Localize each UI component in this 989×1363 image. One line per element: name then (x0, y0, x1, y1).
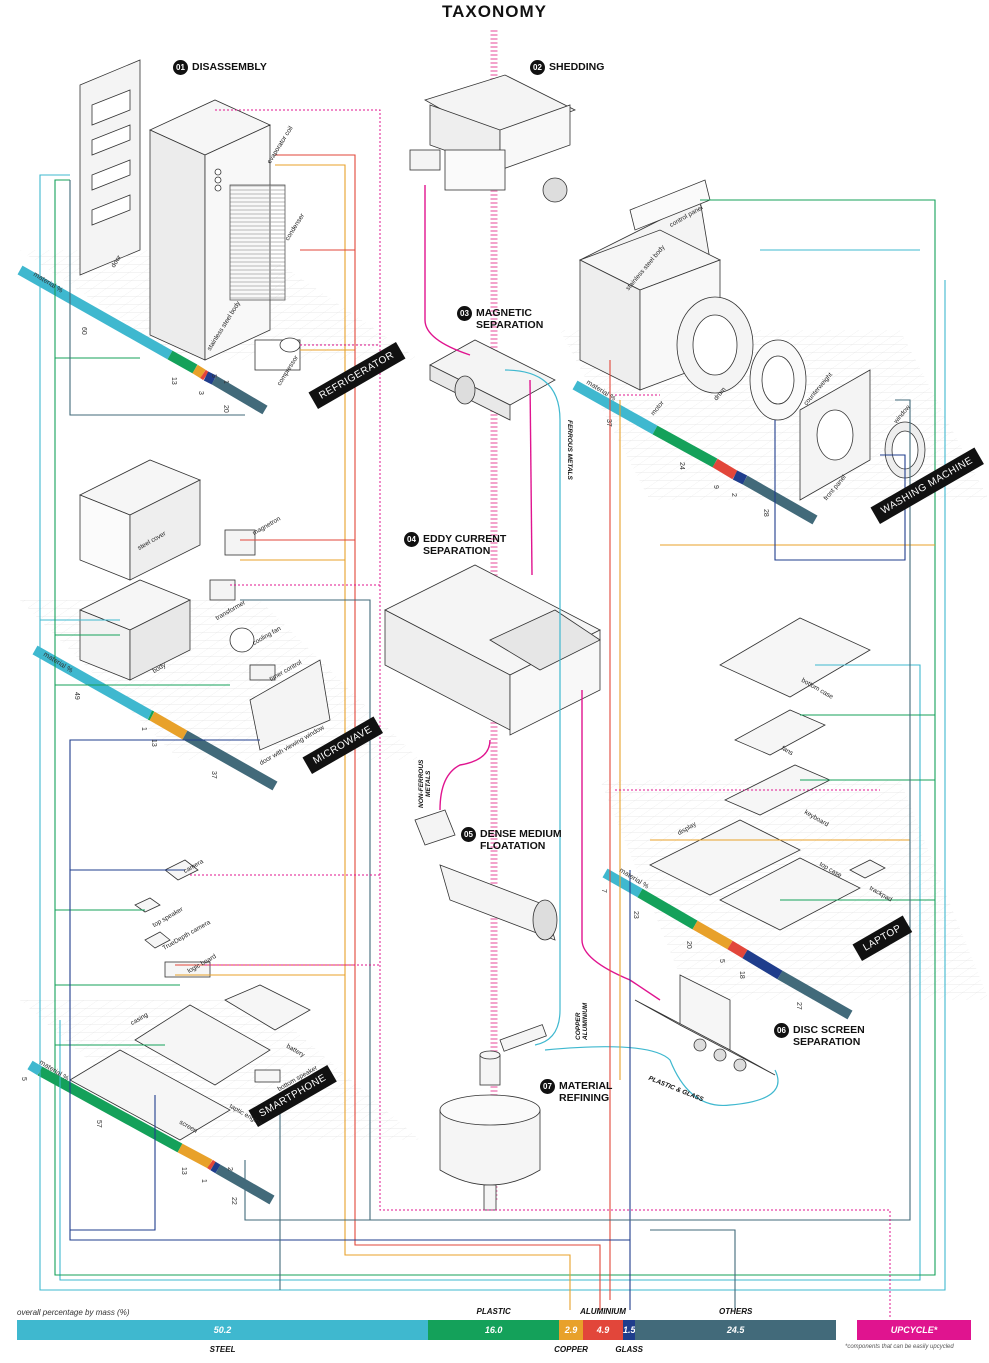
refrigerator-door-drawing (79, 59, 141, 276)
laptop-value-copper: 20 (685, 941, 692, 949)
summary-label-others: OTHERS (719, 1307, 753, 1316)
arrow-eddy-to-dense (439, 739, 491, 811)
washing-value-plastic: 24 (678, 462, 685, 470)
summary-label-steel: STEEL (209, 1345, 236, 1354)
non-ferrous-label: NON-FERROUS METALS (418, 759, 432, 808)
magnetic-separator-drawing (429, 339, 556, 421)
disc-screen-drawing (634, 974, 776, 1076)
step-02: 02 SHEDDING (530, 60, 605, 75)
summary-label-glass: GLASS (615, 1345, 643, 1354)
step-05-number: 05 (461, 827, 476, 842)
laptop-value-glass: 18 (738, 971, 745, 979)
smartphone-value-aluminium: 1 (200, 1179, 207, 1183)
step-07-number: 07 (540, 1079, 555, 1094)
page-title: TAXONOMY (442, 2, 547, 21)
smartphone-value-others: 22 (230, 1197, 237, 1205)
laptop-value-plastic: 23 (632, 911, 639, 919)
step-04-number: 04 (404, 532, 419, 547)
laptop-value-steel: 7 (600, 889, 607, 893)
step-04-label: EDDY CURRENT SEPARATION (423, 533, 507, 557)
laptop-drawing (649, 617, 886, 931)
step-01-label: DISASSEMBLY (192, 61, 267, 73)
summary-label-plastic: PLASTIC (476, 1307, 511, 1316)
step-01: 01 DISASSEMBLY (173, 60, 267, 75)
summary-caption: overall percentage by mass (%) (17, 1308, 130, 1317)
summary-segment-plastic: 16.0 (428, 1320, 560, 1340)
step-05: 05 DENSE MEDIUM FLOATATION (461, 827, 562, 852)
microwave-value-copper: 13 (150, 739, 157, 747)
routing-lines (39, 154, 946, 1310)
step-07-label: MATERIAL REFINING (559, 1080, 613, 1104)
summary-segment-steel: 50.2 (17, 1320, 429, 1340)
step-02-number: 02 (530, 60, 545, 75)
upcycle-badge: UPCYCLE* (857, 1320, 971, 1340)
microwave-material-strip (32, 645, 278, 791)
refining-tank-drawing (439, 1024, 547, 1211)
summary-segment-others: 24.5 (635, 1320, 836, 1340)
plastic-glass-flow (544, 1046, 779, 1107)
summary-label-copper: COPPER (554, 1345, 588, 1354)
step-06: 06 DISC SCREEN SEPARATION (774, 1023, 865, 1048)
step-03-number: 03 (457, 306, 472, 321)
laptop-value-others: 27 (795, 1002, 802, 1010)
summary-label-aluminium: ALUMINIUM (580, 1307, 626, 1316)
microwave-drawing (79, 459, 331, 751)
dense-medium-drawing (414, 809, 558, 941)
arrow-eddy-to-disc (581, 690, 661, 1001)
washing-value-aluminium: 9 (712, 485, 719, 489)
smartphone-value-steel: 5 (20, 1077, 27, 1081)
arrow-shredding-to-magnetic (424, 185, 471, 356)
laptop-material-strip (602, 868, 853, 1020)
shredder-drawing (409, 74, 576, 203)
upcycle-lines (190, 109, 891, 1318)
refrigerator-value-glass: 3 (197, 391, 204, 395)
eddy-current-drawing (384, 564, 601, 736)
refrigerator-value-aluminium: 1 (222, 380, 229, 384)
microwave-value-plastic: 1 (140, 727, 147, 731)
smartphone-value-copper: 13 (180, 1167, 187, 1175)
ferrous-flow (504, 369, 561, 1046)
step-05-label: DENSE MEDIUM FLOATATION (480, 828, 562, 852)
upcycle-footnote: *components that can be easily upcycled (845, 1344, 954, 1350)
copper-aluminium-label: COPPER ALUMINIUM (575, 1002, 589, 1040)
arrow-magnetic-to-eddy (529, 379, 533, 576)
laptop-value-aluminium: 5 (718, 959, 725, 963)
refrigerator-value-steel: 60 (80, 327, 87, 335)
refrigerator-value-others: 20 (222, 405, 229, 413)
smartphone-drawing (69, 859, 311, 1141)
summary-segment-glass: 1.5 (623, 1320, 635, 1340)
microwave-value-others: 37 (210, 771, 217, 779)
washing-value-others: 28 (762, 509, 769, 517)
microwave-value-steel: 49 (73, 692, 80, 700)
step-07: 07 MATERIAL REFINING (540, 1079, 613, 1104)
refrigerator-material-strip (17, 265, 268, 415)
step-06-label: DISC SCREEN SEPARATION (793, 1024, 865, 1048)
washing-material-strip (572, 380, 818, 525)
process-arrows (424, 185, 661, 1001)
refrigerator-value-copper: 3 (210, 374, 217, 378)
refrigerator-value-plastic: 13 (170, 377, 177, 385)
refrigerator-body-drawing (149, 99, 301, 371)
washing-value-glass: 2 (730, 493, 737, 497)
smartphone-value-glass: 2 (226, 1167, 233, 1171)
ferrous-metals-label: FERROUS METALS (566, 420, 573, 480)
step-03-label: MAGNETIC SEPARATION (476, 307, 544, 331)
step-06-number: 06 (774, 1023, 789, 1038)
step-03: 03 MAGNETIC SEPARATION (457, 306, 544, 331)
washing-value-steel: 37 (605, 419, 612, 427)
cyan-flows (504, 369, 779, 1107)
step-04: 04 EDDY CURRENT SEPARATION (404, 532, 507, 557)
summary-segment-copper: 2.9 (559, 1320, 583, 1340)
step-02-label: SHEDDING (549, 61, 605, 73)
washing-machine-drawing (579, 179, 926, 501)
step-01-number: 01 (173, 60, 188, 75)
summary-segment-aluminium: 4.9 (582, 1320, 624, 1340)
smartphone-value-plastic: 57 (95, 1120, 102, 1128)
